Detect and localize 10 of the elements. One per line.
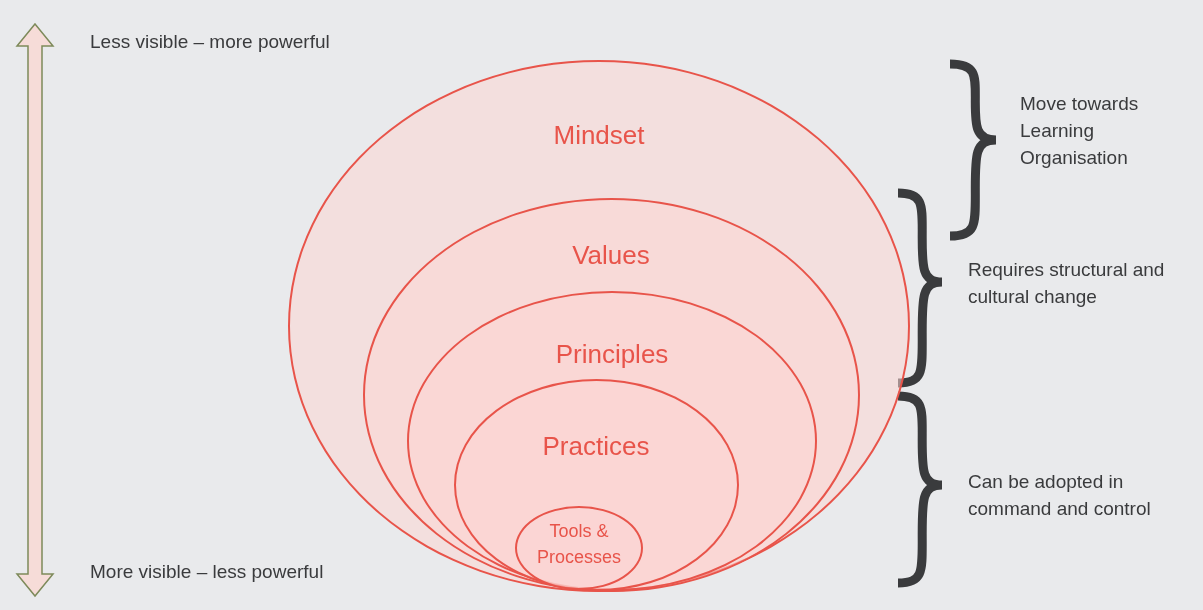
ellipse-label: Practices bbox=[541, 430, 651, 461]
bracket-label: Move towards Learning Organisation bbox=[1020, 92, 1140, 170]
ellipse-label: Principles bbox=[554, 339, 670, 369]
ellipse-label: Tools & Processes bbox=[535, 520, 622, 569]
ellipse-label: Mindset bbox=[552, 120, 646, 150]
bracket-label: Requires structural and cultural change bbox=[968, 258, 1166, 309]
ellipse-label: Values bbox=[571, 239, 651, 270]
bracket-label: Can be adopted in command and control bbox=[968, 470, 1152, 521]
axis-end-label: More visible – less powerful bbox=[90, 560, 325, 584]
axis-end-label: Less visible – more powerful bbox=[90, 30, 331, 54]
